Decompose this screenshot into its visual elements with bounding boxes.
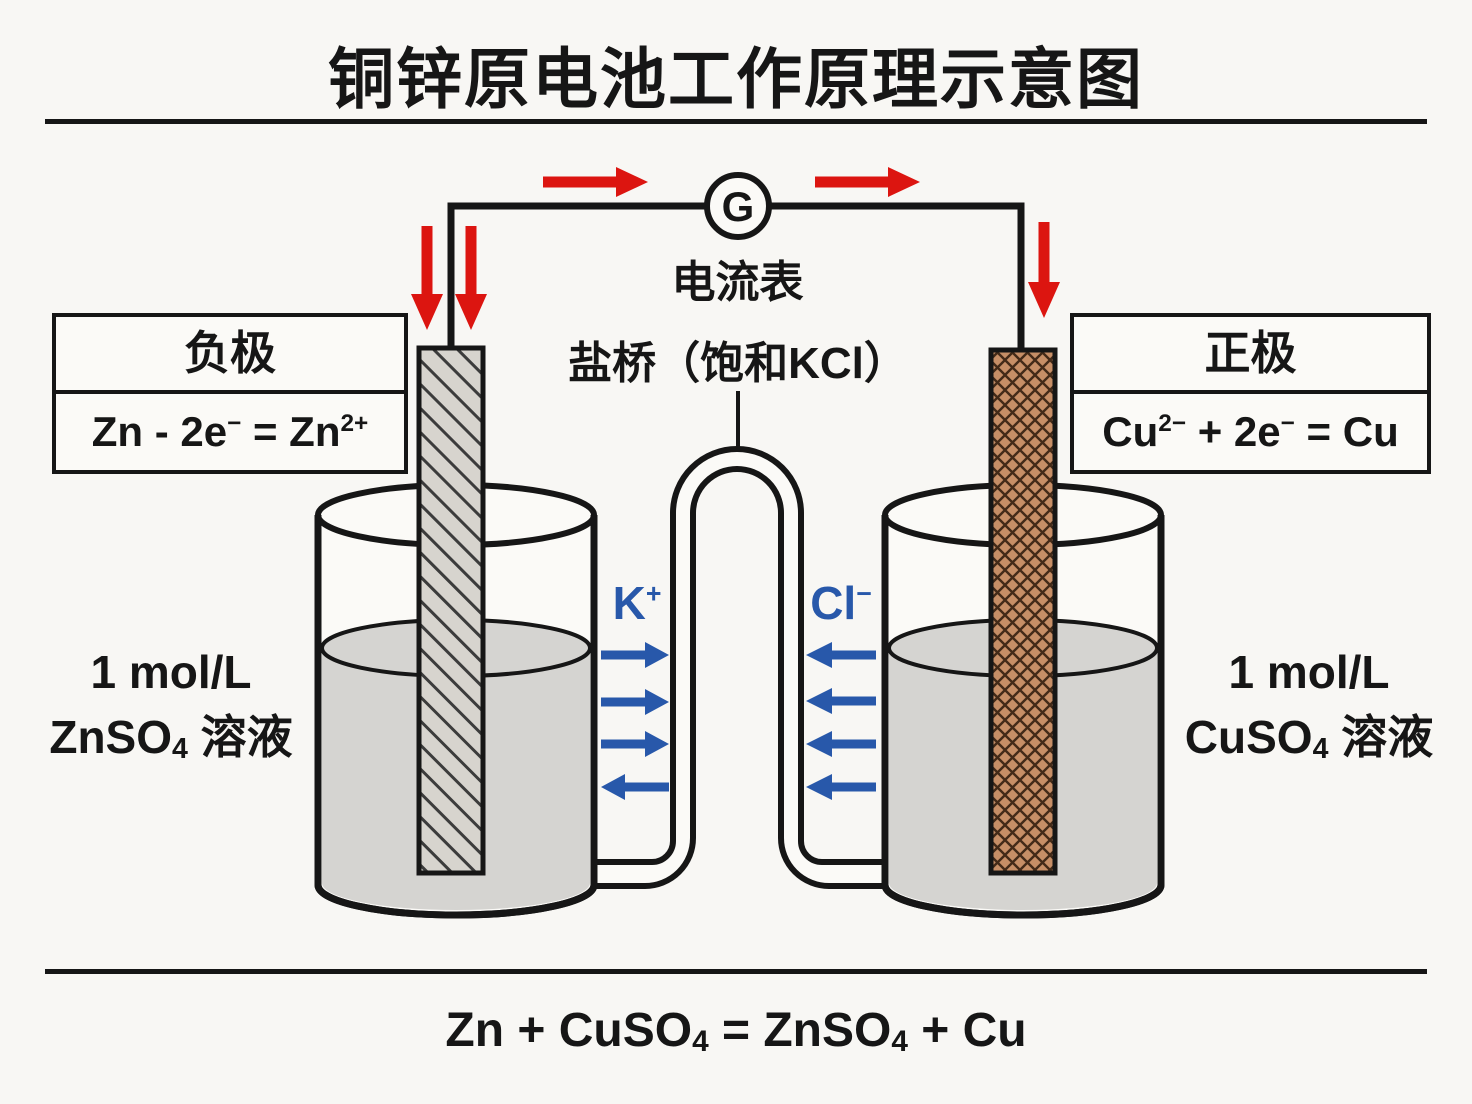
pos-eq-sup2: − [1280, 410, 1295, 437]
k-ion-arrow-right-2-icon [601, 689, 669, 715]
current-arrow-down-zn-2-icon [455, 226, 487, 330]
galvanometer-symbol: G [721, 183, 755, 230]
left-solution-formula: ZnSO4 溶液 [22, 705, 320, 770]
negative-electrode-box: 负极 Zn - 2e− = Zn2+ [52, 313, 408, 474]
left-solution-suffix: 溶液 [187, 711, 293, 764]
cl-ion-charge: − [856, 578, 872, 609]
overall-eq-sub1: 4 [692, 1025, 709, 1059]
salt-bridge-tube [592, 446, 885, 889]
right-beaker-wall-overlay [881, 515, 1165, 919]
neg-eq-sup1: − [227, 410, 242, 437]
potassium-ion-label: K+ [598, 576, 676, 630]
left-beaker-wall-overlay [314, 515, 598, 919]
current-arrow-right-left-icon [543, 167, 648, 197]
cl-ion-arrow-left-1-icon [806, 642, 876, 668]
znso4-subscript: 4 [172, 733, 188, 766]
cl-ion-arrow-left-4-icon [806, 774, 876, 800]
k-ion-charge: + [645, 578, 662, 609]
overall-eq-sub2: 4 [891, 1025, 908, 1059]
positive-electrode-title: 正极 [1074, 317, 1427, 394]
neg-eq-part1: Zn - 2e [91, 408, 228, 455]
znso4-formula: ZnSO [49, 711, 173, 764]
right-solution-concentration: 1 mol/L [1228, 646, 1390, 698]
title-divider-line [45, 119, 1427, 124]
right-solution-formula: CuSO4 溶液 [1158, 705, 1460, 770]
negative-electrode-title: 负极 [56, 317, 404, 394]
cl-ion-arrow-left-2-icon [806, 688, 876, 714]
positive-electrode-equation: Cu2− + 2e− = Cu [1074, 394, 1427, 470]
k-ion-arrow-left-4-icon [601, 774, 669, 800]
copper-electrode [988, 347, 1058, 876]
neg-eq-sup2: 2+ [340, 410, 369, 437]
pos-eq-part1: Cu [1102, 408, 1159, 455]
chloride-ion-label: Cl− [797, 576, 885, 630]
zinc-electrode [416, 345, 486, 876]
ammeter-label: 电流表 [671, 258, 804, 307]
positive-electrode-box: 正极 Cu2− + 2e− = Cu [1070, 313, 1431, 474]
right-solution-label: 1 mol/L CuSO4 溶液 [1158, 640, 1460, 771]
bottom-divider-line [45, 969, 1427, 974]
current-arrow-down-zn-1-icon [411, 226, 443, 330]
current-arrow-down-cu-icon [1028, 222, 1060, 318]
neg-eq-part2: = Zn [241, 408, 341, 455]
negative-electrode-equation: Zn - 2e− = Zn2+ [56, 394, 404, 470]
cuso4-formula: CuSO [1184, 711, 1313, 764]
pos-eq-part3: = Cu [1294, 408, 1399, 455]
salt-bridge-interior [592, 449, 885, 885]
left-solution-label: 1 mol/L ZnSO4 溶液 [22, 640, 320, 771]
k-ion-arrow-right-1-icon [601, 642, 669, 668]
salt-bridge-label: 盐桥（饱和KCl） [568, 339, 908, 388]
cl-ion-arrow-left-3-icon [806, 731, 876, 757]
k-ion-base: K [612, 577, 646, 629]
pos-eq-sup1: 2− [1158, 410, 1187, 437]
left-solution-concentration: 1 mol/L [90, 646, 252, 698]
overall-eq-part1: Zn + CuSO [445, 1004, 693, 1057]
current-arrow-right-right-icon [815, 167, 920, 197]
pos-eq-part2: + 2e [1186, 408, 1281, 455]
cl-ion-base: Cl [810, 577, 857, 629]
overall-eq-part2: = ZnSO [708, 1004, 892, 1057]
galvanometer-circle [704, 172, 772, 240]
page-title: 铜锌原电池工作原理示意图 [328, 42, 1144, 116]
cuso4-subscript: 4 [1312, 733, 1329, 766]
salt-bridge-inner-contour [592, 466, 885, 889]
right-solution-suffix: 溶液 [1328, 711, 1434, 764]
overall-eq-part3: + Cu [907, 1004, 1027, 1057]
overall-reaction-equation: Zn + CuSO4 = ZnSO4 + Cu [0, 1003, 1472, 1058]
k-ion-arrow-right-3-icon [601, 731, 669, 757]
